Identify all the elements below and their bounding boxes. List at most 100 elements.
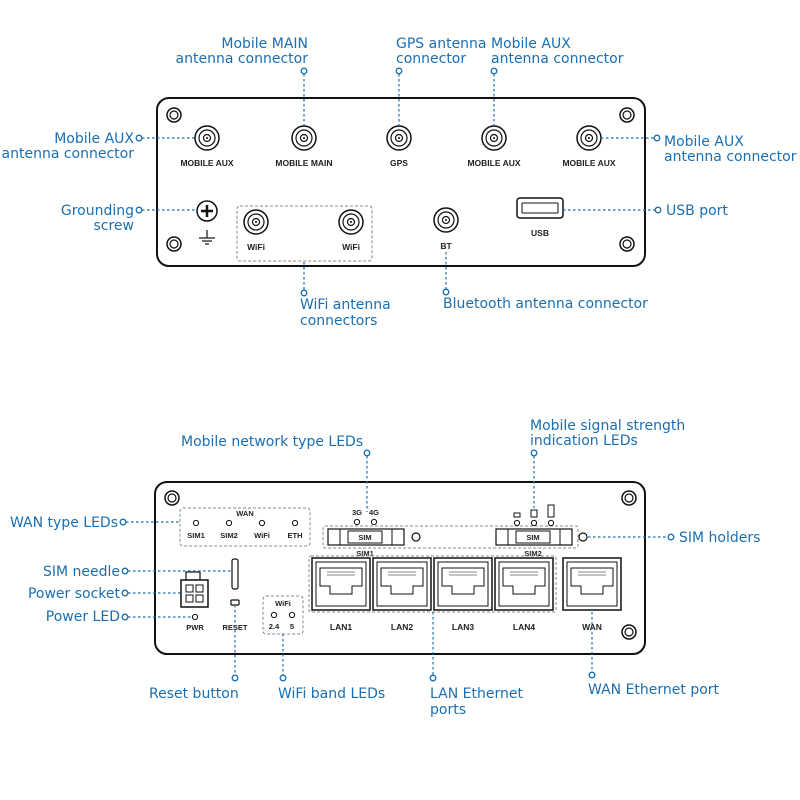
wan-leds-title: WAN bbox=[236, 509, 254, 518]
wifi-connectors-group bbox=[236, 205, 373, 262]
wifi-24-label: 2.4 bbox=[269, 622, 280, 631]
lan4-label: LAN4 bbox=[513, 622, 535, 632]
top-panel: MOBILE AUX MOBILE MAIN GPS MOBILE AUX MO… bbox=[156, 97, 646, 267]
wifi-left-label: WiFi bbox=[247, 242, 265, 252]
sim2-eject-icon bbox=[578, 532, 588, 542]
wifi-5-led-icon bbox=[288, 611, 296, 619]
sim2-led-label: SIM2 bbox=[220, 531, 238, 540]
sim-eject-icon bbox=[411, 532, 421, 542]
sim2-led-icon bbox=[225, 519, 233, 527]
gps-connector-icon bbox=[386, 125, 412, 151]
top-callouts: Mobile MAIN antenna connector GPS antenn… bbox=[2, 36, 797, 329]
wifi-24-led-icon bbox=[270, 611, 278, 619]
corner-screw-icon bbox=[166, 236, 182, 252]
corner-screw-icon bbox=[166, 107, 182, 123]
corner-screw-icon bbox=[619, 107, 635, 123]
bottom-panel: WAN SIM1 SIM2 WiFi ETH 3G 4G SIM SIM bbox=[154, 481, 646, 655]
callout-mobile-network-type: Mobile network type LEDs bbox=[181, 434, 363, 450]
4g-label: 4G bbox=[369, 508, 379, 517]
power-socket-icon bbox=[180, 571, 209, 608]
callout-mobile-aux-left-line2: antenna connector bbox=[2, 146, 135, 162]
wifi-5-label: 5 bbox=[290, 622, 294, 631]
callout-bluetooth: Bluetooth antenna connector bbox=[443, 296, 648, 312]
mobile-aux-right-label: MOBILE AUX bbox=[562, 158, 615, 168]
power-led-icon bbox=[191, 613, 199, 621]
mobile-aux-mid-connector-icon bbox=[481, 125, 507, 151]
wifi-wan-led-label: WiFi bbox=[254, 531, 270, 540]
wan-port-icon bbox=[562, 557, 622, 611]
callout-wifi-band-leds: WiFi band LEDs bbox=[278, 686, 385, 702]
sim2-holder-icon bbox=[495, 528, 573, 546]
callout-mobile-aux-top-line1: Mobile AUX bbox=[491, 36, 571, 52]
sim1-slot-label: SIM bbox=[358, 533, 371, 542]
callout-mobile-main-line2: antenna connector bbox=[176, 51, 309, 67]
lan1-port-icon bbox=[311, 557, 371, 611]
reset-button-icon bbox=[230, 599, 240, 606]
callout-gps-line1: GPS antenna bbox=[396, 36, 487, 52]
callout-grounding-line1: Grounding bbox=[61, 203, 134, 219]
callout-sim-holders: SIM holders bbox=[679, 530, 760, 546]
callout-wan-ethernet: WAN Ethernet port bbox=[588, 682, 720, 698]
wifi-left-connector-icon bbox=[243, 209, 269, 235]
bt-connector-icon bbox=[433, 207, 459, 233]
lan1-label: LAN1 bbox=[330, 622, 352, 632]
mobile-aux-left-connector-icon bbox=[194, 125, 220, 151]
callout-wifi-line2: connectors bbox=[300, 313, 377, 329]
grounding-screw-icon bbox=[196, 200, 218, 245]
sim-holders-group bbox=[322, 525, 579, 549]
callout-mobile-aux-right-line1: Mobile AUX bbox=[664, 134, 744, 150]
usb-label: USB bbox=[531, 228, 549, 238]
lan2-label: LAN2 bbox=[391, 622, 413, 632]
lan3-port-icon bbox=[433, 557, 493, 611]
lan4-port-icon bbox=[494, 557, 554, 611]
callout-mobile-aux-top-line2: antenna connector bbox=[491, 51, 624, 67]
lan3-label: LAN3 bbox=[452, 622, 474, 632]
callout-lan-line2: ports bbox=[430, 702, 466, 718]
sim1-holder-icon bbox=[327, 528, 405, 546]
4g-led-icon bbox=[370, 518, 378, 526]
callout-signal-line2: indication LEDs bbox=[530, 433, 638, 449]
callout-gps-line2: connector bbox=[396, 51, 466, 67]
bt-label: BT bbox=[440, 241, 452, 251]
callout-reset-button: Reset button bbox=[149, 686, 239, 702]
signal-strength-leds-icon bbox=[513, 504, 555, 527]
sim-needle-icon bbox=[231, 558, 239, 590]
callout-mobile-main-line1: Mobile MAIN bbox=[221, 36, 308, 52]
corner-screw-icon bbox=[621, 490, 637, 506]
top-panel-body bbox=[156, 97, 646, 267]
mobile-aux-mid-label: MOBILE AUX bbox=[467, 158, 520, 168]
sim2-label: SIM2 bbox=[524, 549, 542, 558]
3g-label: 3G bbox=[352, 508, 362, 517]
callout-mobile-aux-right-line2: antenna connector bbox=[664, 149, 797, 165]
callout-power-led: Power LED bbox=[46, 609, 120, 625]
pwr-label: PWR bbox=[186, 623, 204, 632]
callout-mobile-aux-left-line1: Mobile AUX bbox=[54, 131, 134, 147]
callout-usb-port: USB port bbox=[666, 203, 728, 219]
sim1-label: SIM1 bbox=[356, 549, 374, 558]
mobile-aux-left-label: MOBILE AUX bbox=[180, 158, 233, 168]
bottom-callouts: Mobile network type LEDs Mobile signal s… bbox=[10, 418, 760, 718]
usb-port-icon bbox=[516, 197, 564, 219]
sim1-led-label: SIM1 bbox=[187, 531, 205, 540]
eth-led-label: ETH bbox=[288, 531, 303, 540]
mobile-main-connector-icon bbox=[291, 125, 317, 151]
wifi-right-connector-icon bbox=[338, 209, 364, 235]
callout-wan-type: WAN type LEDs bbox=[10, 515, 118, 531]
mobile-main-label: MOBILE MAIN bbox=[275, 158, 332, 168]
callout-signal-line1: Mobile signal strength bbox=[530, 418, 685, 434]
3g-led-icon bbox=[353, 518, 361, 526]
lan2-port-icon bbox=[372, 557, 432, 611]
mobile-aux-right-connector-icon bbox=[576, 125, 602, 151]
sim2-slot-label: SIM bbox=[526, 533, 539, 542]
wifi-right-label: WiFi bbox=[342, 242, 360, 252]
corner-screw-icon bbox=[621, 624, 637, 640]
wifi-wan-led-icon bbox=[258, 519, 266, 527]
gps-label: GPS bbox=[390, 158, 408, 168]
callout-grounding-line2: screw bbox=[93, 218, 134, 234]
callout-wifi-line1: WiFi antenna bbox=[300, 297, 391, 313]
callout-lan-line1: LAN Ethernet bbox=[430, 686, 523, 702]
callout-sim-needle: SIM needle bbox=[43, 564, 120, 580]
corner-screw-icon bbox=[164, 490, 180, 506]
eth-led-icon bbox=[291, 519, 299, 527]
